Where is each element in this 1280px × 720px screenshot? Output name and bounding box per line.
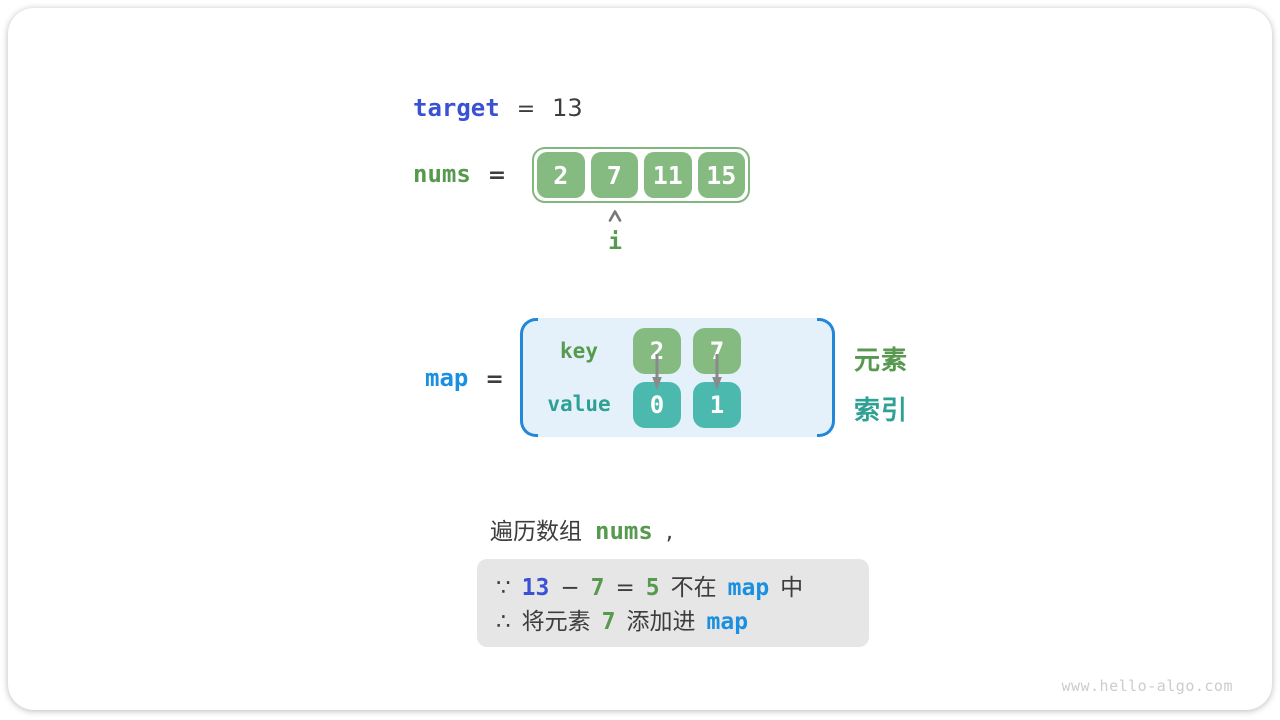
note-target-value: 13 <box>521 575 550 601</box>
note-text-in: 中 <box>780 575 804 601</box>
pointer-caret-icon <box>608 210 622 222</box>
map-row-label: map = <box>425 364 521 392</box>
because-symbol: ∵ <box>496 575 511 601</box>
key-to-value-arrow <box>652 354 662 390</box>
map-left-bracket <box>520 318 538 437</box>
target-variable: target <box>413 94 500 122</box>
equals-sign: = <box>615 575 635 601</box>
note-text-add-element: 将元素 <box>521 609 591 635</box>
nums-array: 2 7 11 15 <box>532 147 750 203</box>
note-map-token: map <box>706 609 749 635</box>
note-diff-value: 5 <box>645 575 660 601</box>
target-row: target = 13 <box>413 94 583 122</box>
note-box: ∵ 13 − 7 = 5 不在 map 中 ∴ 将元素 7 添加进 map <box>477 559 869 647</box>
map-equals: = <box>485 367 504 392</box>
target-value: 13 <box>552 94 583 122</box>
nums-variable: nums <box>413 160 471 188</box>
caption-line: 遍历数组 nums , <box>490 512 673 546</box>
nums-row: nums = <box>413 160 523 188</box>
array-cell-2: 11 <box>644 152 692 198</box>
map-variable: map <box>425 364 469 392</box>
note-map-token: map <box>727 575 770 601</box>
caption-comma: , <box>665 519 674 545</box>
note-line-1: ∵ 13 − 7 = 5 不在 map 中 <box>496 568 869 602</box>
element-side-label: 元素 <box>854 346 909 376</box>
minus-sign: − <box>560 575 580 601</box>
map-right-bracket <box>817 318 835 437</box>
map-key-label: key <box>560 339 598 363</box>
nums-equals: = <box>487 163 507 188</box>
array-cell-1: 7 <box>590 152 638 198</box>
caption-code-nums: nums <box>595 517 653 545</box>
key-to-value-arrow <box>712 354 722 390</box>
note-text-not-in: 不在 <box>670 575 717 601</box>
note-added-value: 7 <box>601 609 616 635</box>
pointer-label: i <box>608 229 622 255</box>
index-side-label: 索引 <box>854 396 909 426</box>
note-text-add-into: 添加进 <box>626 609 696 635</box>
watermark: www.hello-algo.com <box>1061 677 1233 695</box>
target-equals: = <box>516 97 536 122</box>
map-value-label: value <box>547 392 611 416</box>
note-current-value: 7 <box>590 575 605 601</box>
array-cell-0: 2 <box>537 152 585 198</box>
array-cell-3: 15 <box>697 152 745 198</box>
caption-prefix: 遍历数组 <box>490 519 582 545</box>
therefore-symbol: ∴ <box>496 609 511 635</box>
note-line-2: ∴ 将元素 7 添加进 map <box>496 602 869 636</box>
